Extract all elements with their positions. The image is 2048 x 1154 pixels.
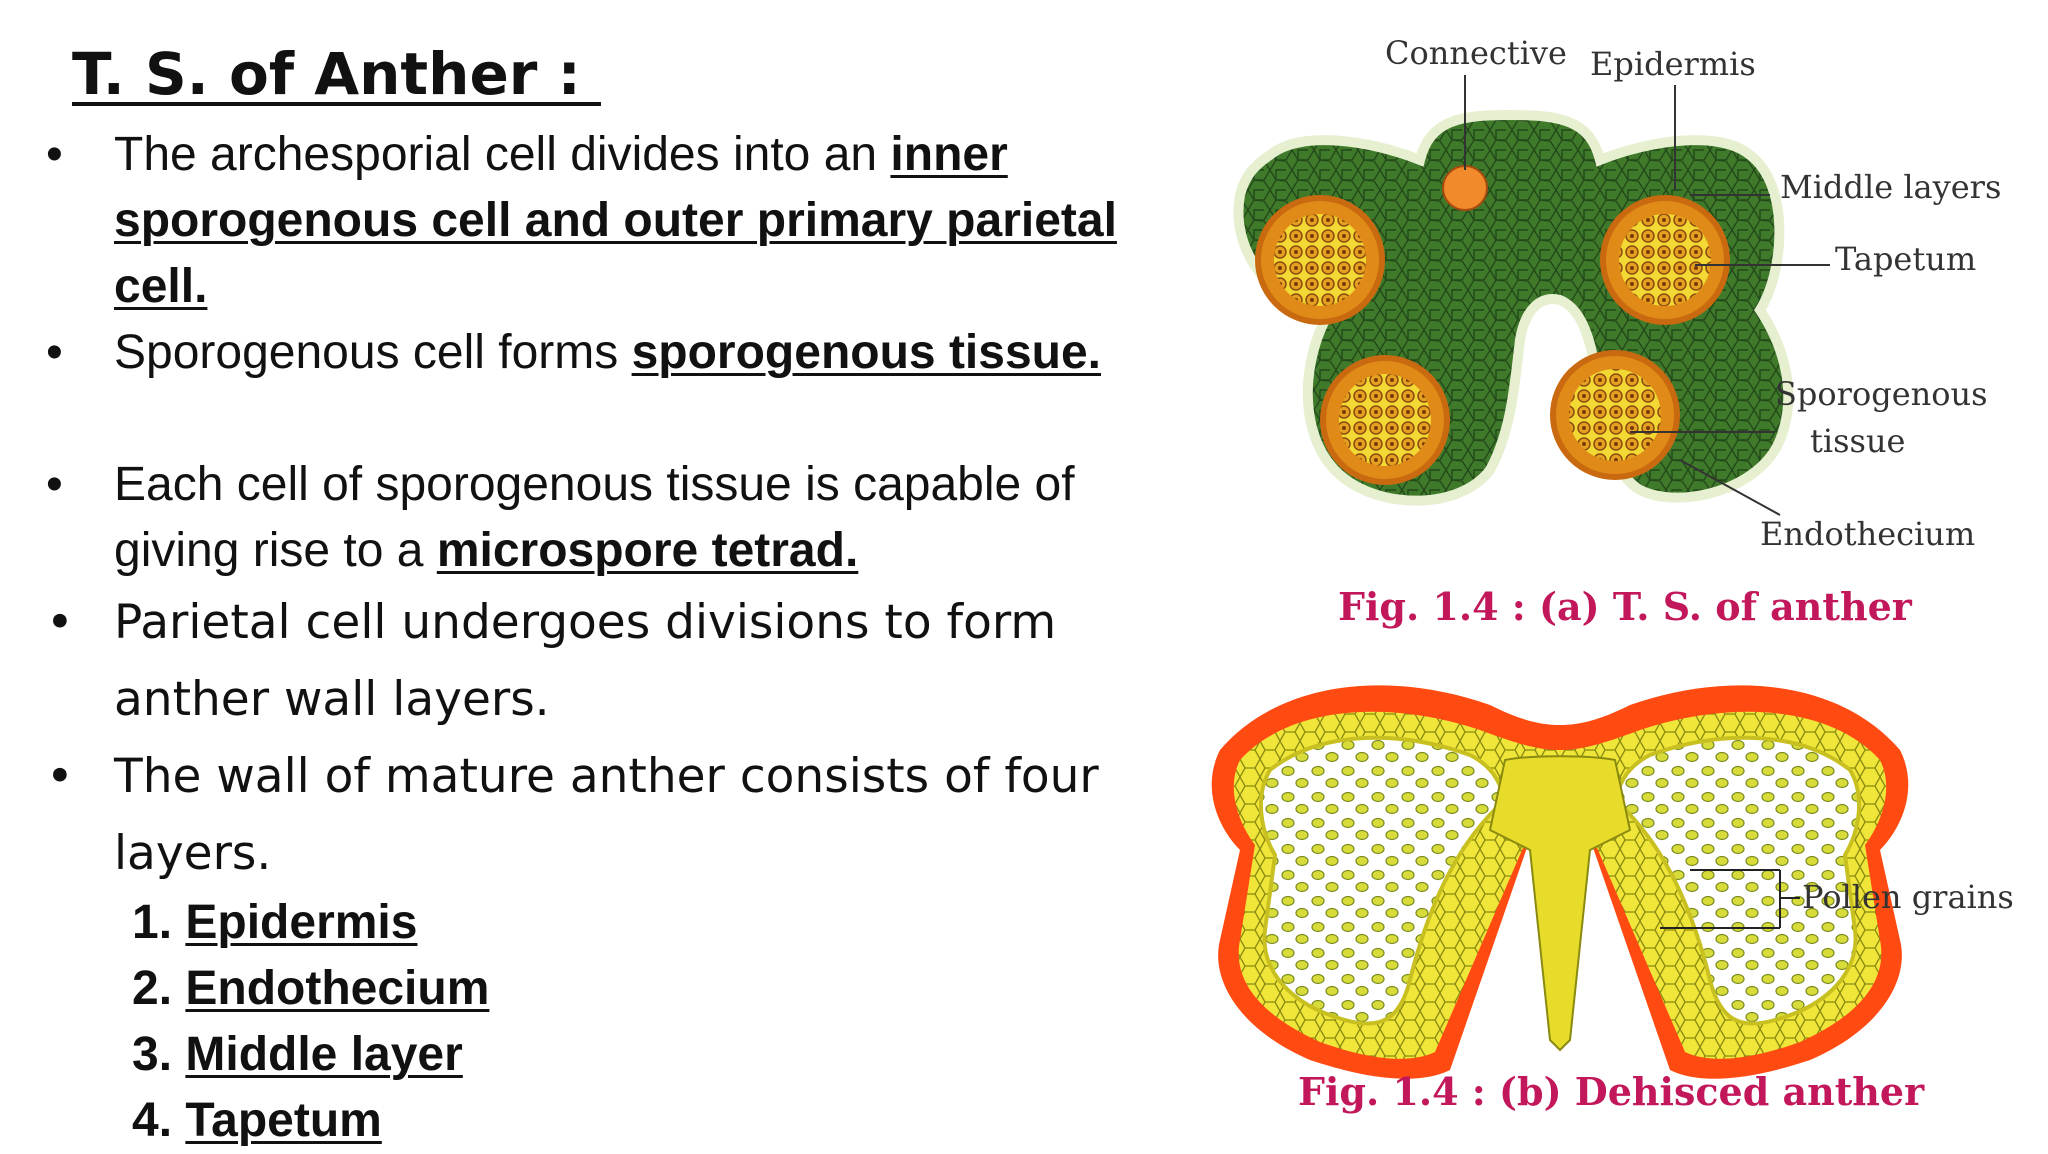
bullet-bold-text: inner sporogenous cell and outer primary… (114, 128, 1117, 313)
label-endothecium: Endothecium (1760, 515, 1975, 553)
sporogenous-tissue (1569, 369, 1661, 461)
label-sporogenous-line1: Sporogenous (1775, 375, 1988, 413)
bullet-dot: • (46, 595, 74, 650)
caption-figure-a: Fig. 1.4 : (a) T. S. of anther (1338, 584, 1913, 629)
bullet-plain-text: Each cell of sporogenous tissue is capab… (114, 458, 1075, 577)
layer-name: Middle layer (185, 1028, 463, 1081)
layer-name: Endothecium (185, 962, 490, 1015)
figure-ts-anther: Connective Epidermis Middle layers Tapet… (1233, 34, 2001, 629)
layer-number: 2. (132, 962, 186, 1015)
left-locule (1258, 735, 1508, 1026)
bullet-text: The archesporial cell divides into an in… (114, 122, 1134, 320)
bullet-plain-text: The archesporial cell divides into an (114, 128, 891, 181)
wall-layers-list: 1. Epidermis 2. Endothecium 3. Middle la… (132, 890, 489, 1154)
bullet-dot: • (46, 458, 63, 511)
anther-cross-section (1233, 109, 1794, 506)
connective-tissue (1488, 755, 1632, 1052)
pollen-label-bracket (1660, 869, 1800, 929)
bullet-dot: • (46, 749, 74, 804)
bullet-text: Each cell of sporogenous tissue is capab… (114, 452, 1134, 584)
bullet-list: • The archesporial cell divides into an … (46, 128, 1117, 881)
sporogenous-tissue (1339, 374, 1431, 466)
layer-name: Epidermis (185, 896, 418, 949)
bullet-text: The wall of mature anther consists of fo… (114, 749, 1099, 881)
page-title: T. S. of Anther : (72, 40, 601, 108)
connective-strand (1442, 165, 1488, 211)
bullet-plain-text: Sporogenous cell forms (114, 326, 632, 379)
right-locule (1612, 735, 1862, 1026)
bullet-dot: • (46, 326, 63, 379)
bullet-bold-text: microspore tetrad. (436, 524, 859, 577)
label-tapetum: Tapetum (1835, 240, 1976, 278)
label-pollen-grains: Pollen grains (1802, 878, 2014, 916)
sporogenous-tissue (1619, 214, 1711, 306)
label-sporogenous-line2: tissue (1810, 422, 1905, 460)
sporogenous-tissue (1274, 214, 1366, 306)
caption-figure-b: Fig. 1.4 : (b) Dehisced anther (1298, 1069, 1925, 1114)
label-leaders (1464, 75, 1830, 516)
bullet-text: Parietal cell undergoes divisions to for… (114, 595, 1057, 727)
layer-item: 1. Epidermis (132, 890, 489, 956)
layer-number: 1. (132, 896, 186, 949)
layer-item: 3. Middle layer (132, 1022, 489, 1088)
bullet-dot: • (46, 128, 63, 181)
label-connective: Connective (1385, 34, 1567, 72)
label-middle-layers: Middle layers (1780, 168, 2001, 206)
layer-name: Tapetum (185, 1094, 382, 1147)
layer-item: 2. Endothecium (132, 956, 489, 1022)
bullet-bold-text: sporogenous tissue. (631, 326, 1101, 379)
label-epidermis: Epidermis (1590, 45, 1756, 83)
layer-number: 3. (132, 1028, 186, 1081)
bullet-text: Sporogenous cell forms sporogenous tissu… (114, 320, 1134, 386)
figure-dehisced-anther: Pollen grains Fig. 1.4 : (b) Dehisced an… (1211, 685, 2014, 1114)
layer-number: 4. (132, 1094, 186, 1147)
layer-item: 4. Tapetum (132, 1088, 489, 1154)
dehisced-anther-drawing (1211, 685, 1909, 1079)
